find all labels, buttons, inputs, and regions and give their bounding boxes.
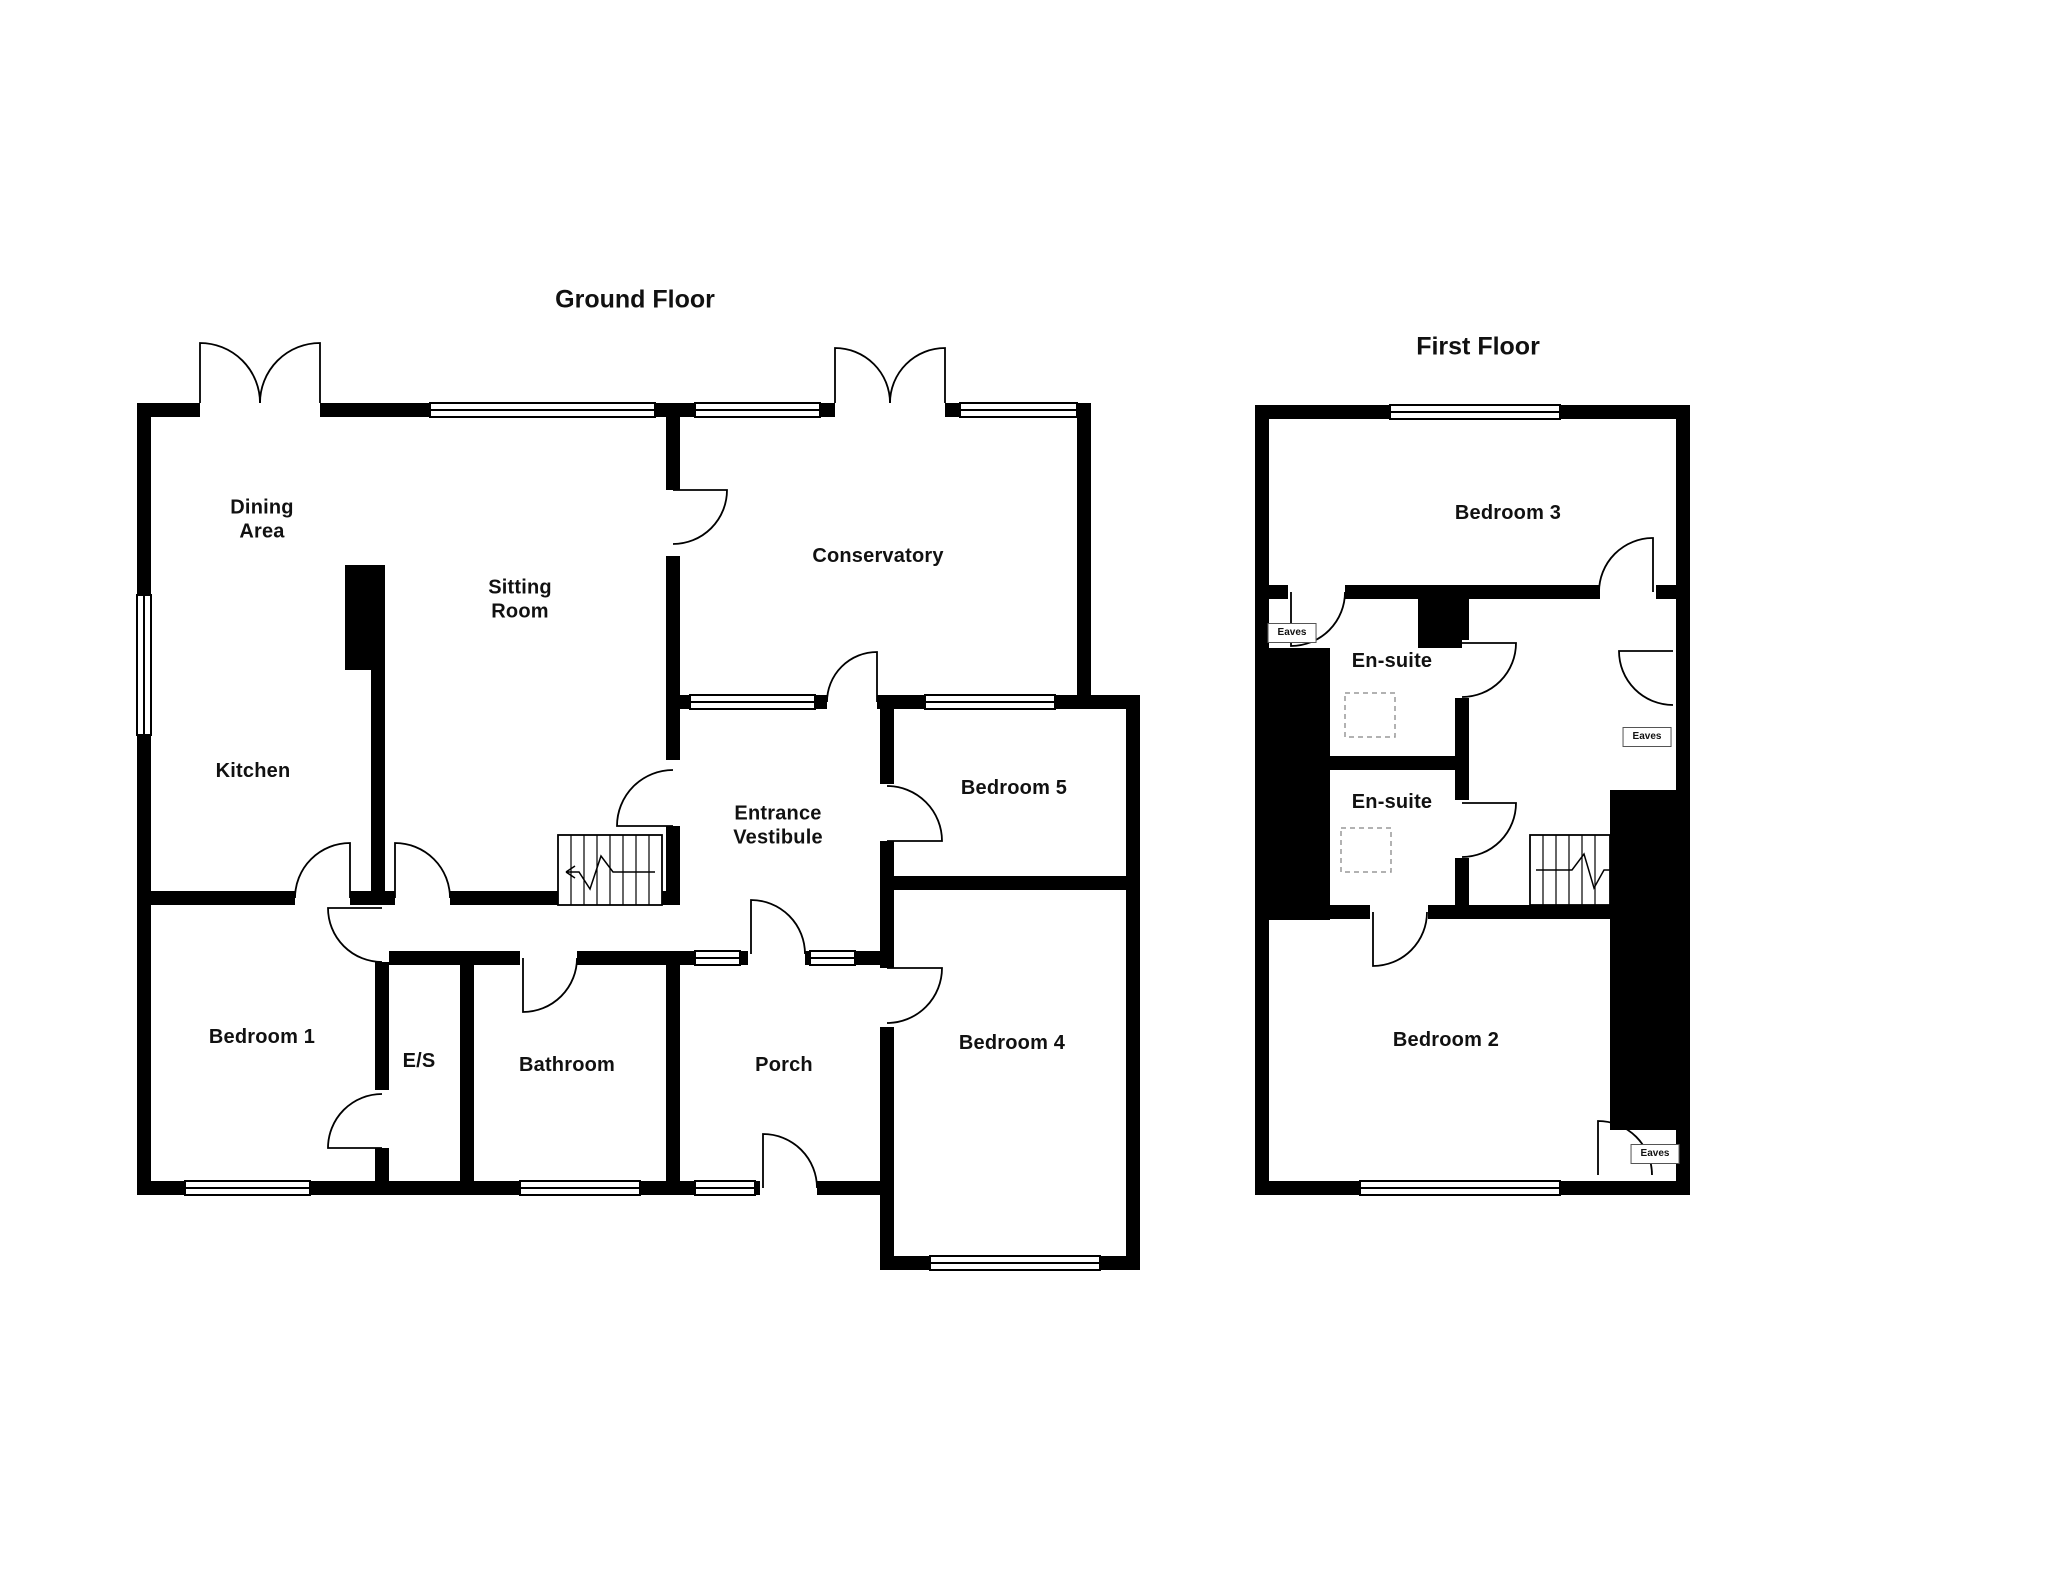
room-label-kitchen: Kitchen	[215, 760, 291, 783]
stairs-direction-arrow	[1536, 852, 1623, 890]
room-label-bedroom-2: Bedroom 2	[1392, 1029, 1500, 1052]
first-floor-windows	[1359, 404, 1561, 1196]
first-floor-plan	[1255, 404, 1690, 1196]
room-label-en-suite-upper: En-suite	[1351, 650, 1433, 673]
eaves-label-eaves-left: Eaves	[1267, 623, 1317, 643]
first-floor-walls	[1255, 405, 1690, 1195]
door-arc-dining-double-right	[259, 342, 321, 404]
door-arc-kitchen	[294, 842, 351, 899]
stairs-direction-arrow	[565, 854, 655, 891]
door-arc-porch-front	[762, 1133, 818, 1189]
door-arc-bathroom	[522, 957, 578, 1013]
ground-floor-plan	[136, 342, 1140, 1271]
ground-floor-walls	[137, 403, 1140, 1270]
stairs-icon-first	[1529, 834, 1623, 906]
door-arc-eaves-left	[1290, 591, 1346, 647]
door-arc-porch-vestibule	[750, 899, 806, 955]
room-label-sitting-room: Sitting Room	[488, 576, 552, 622]
door-arc-eaves-right-upper	[1618, 650, 1674, 706]
door-arc-bedroom1	[327, 907, 383, 963]
ensuite-fixtures	[1340, 692, 1396, 873]
door-arc-bedroom3	[1598, 537, 1654, 593]
room-label-bathroom: Bathroom	[518, 1054, 616, 1077]
door-arc-bedroom2	[1372, 911, 1428, 967]
door-arc-bedroom5	[886, 785, 943, 842]
room-label-bedroom-4: Bedroom 4	[958, 1032, 1066, 1055]
ground-floor-doors	[199, 342, 946, 1189]
room-label-bedroom-1: Bedroom 1	[208, 1026, 316, 1049]
door-arc-bedroom4	[886, 967, 943, 1024]
shower-tray-icon-upper	[1344, 692, 1396, 738]
room-label-porch: Porch	[755, 1054, 813, 1077]
room-label-conservatory: Conservatory	[812, 545, 944, 568]
door-arc-conservatory-double-left	[834, 347, 891, 404]
door-arc-es	[327, 1093, 383, 1149]
ground-floor-title: Ground Floor	[555, 285, 715, 314]
room-label-bedroom-3: Bedroom 3	[1454, 502, 1562, 525]
door-arc-conservatory-vestibule	[826, 651, 878, 703]
ground-floor-windows	[136, 402, 1101, 1271]
door-arc-dining-double-left	[199, 342, 261, 404]
first-floor-doors	[1290, 537, 1674, 1176]
door-arc-vestibule-sitting	[616, 769, 674, 827]
door-arc-sitting-conservatory	[672, 489, 728, 545]
room-label-entrance-vestibule: Entrance Vestibule	[733, 802, 823, 848]
shower-tray-icon-lower	[1340, 827, 1392, 873]
door-arc-conservatory-double-right	[889, 347, 946, 404]
door-arc-ensuite-upper	[1461, 642, 1517, 698]
room-label-en-suite-lower: En-suite	[1351, 791, 1433, 814]
room-label-es: E/S	[402, 1050, 436, 1073]
eaves-void-right	[1610, 790, 1690, 1130]
room-label-bedroom-5: Bedroom 5	[960, 777, 1068, 800]
eaves-label-eaves-right-lower: Eaves	[1630, 1144, 1680, 1164]
eaves-void-left	[1255, 648, 1330, 920]
door-arc-sitting-hall	[394, 842, 451, 899]
stairs-icon-ground	[557, 834, 663, 906]
eaves-label-eaves-right-upper: Eaves	[1622, 727, 1672, 747]
first-floor-title: First Floor	[1416, 332, 1540, 361]
room-label-dining-area: Dining Area	[230, 496, 294, 542]
door-arc-ensuite-lower	[1461, 802, 1517, 858]
